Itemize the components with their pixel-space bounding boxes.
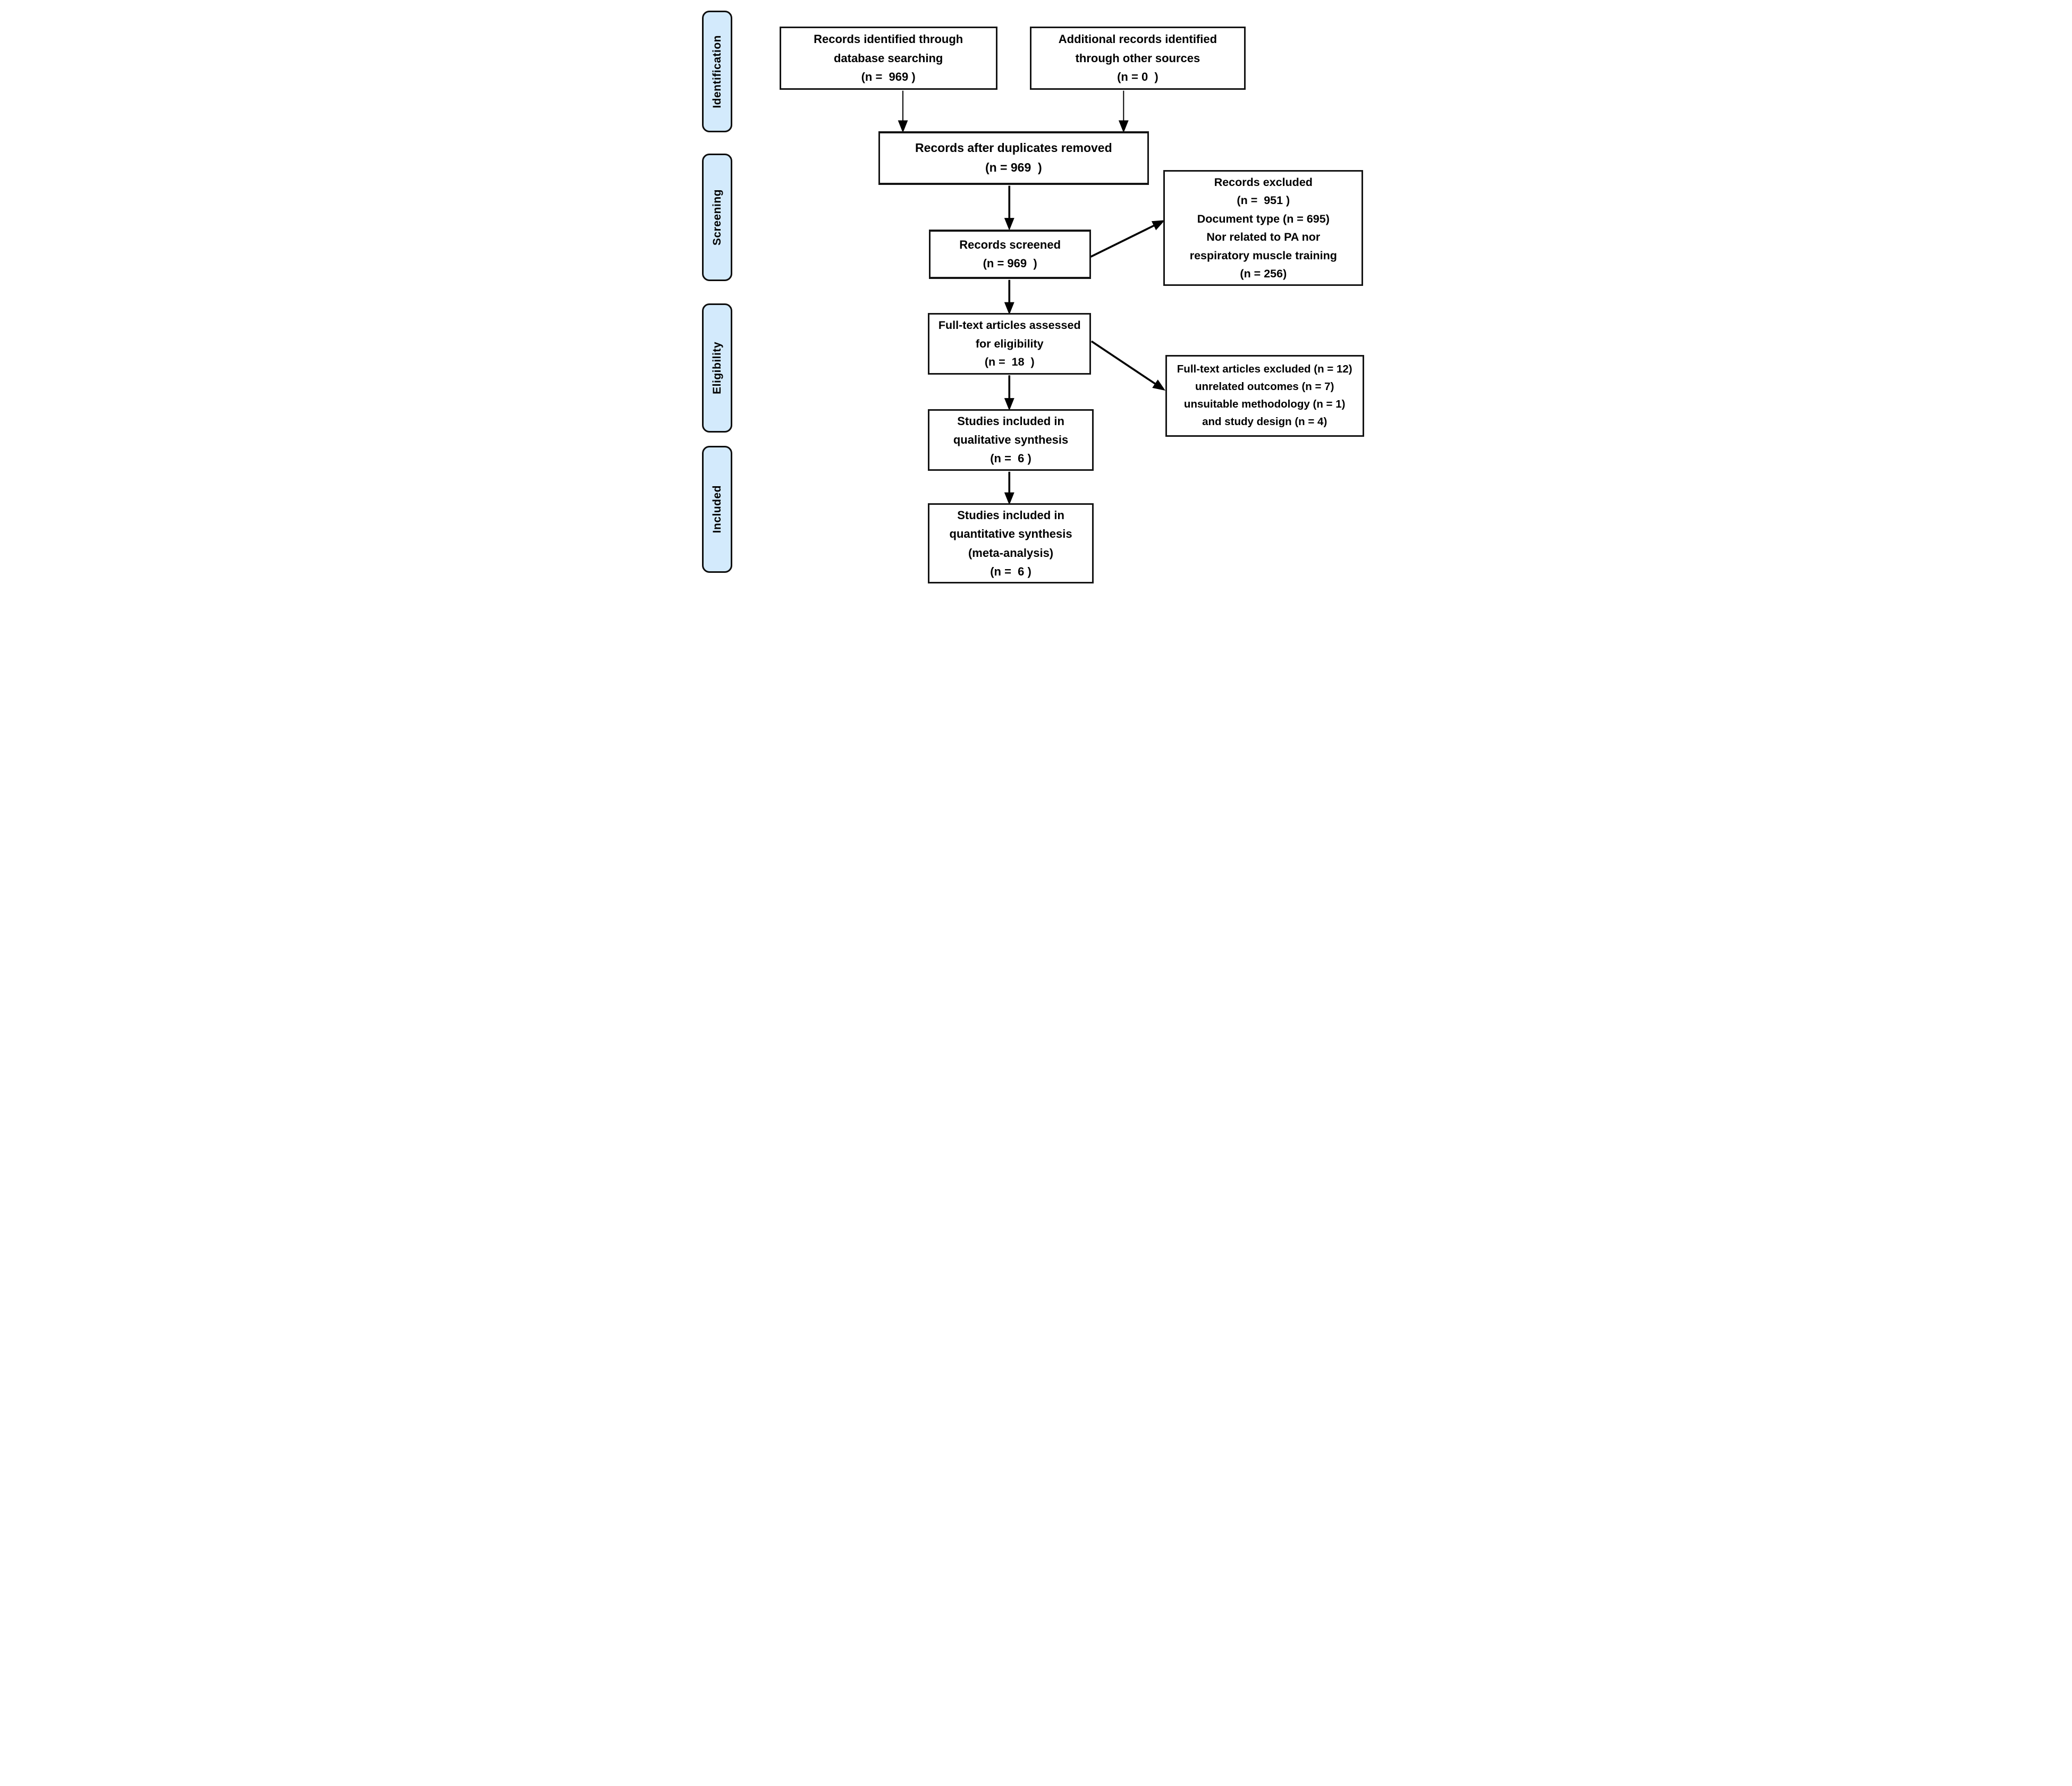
box-records-identified: Records identified through database sear… bbox=[779, 26, 997, 90]
box-line: Records screened bbox=[959, 238, 1061, 252]
box-qualitative-synthesis: Studies included in qualitative synthesi… bbox=[928, 409, 1094, 471]
prisma-flow-diagram: Identification Screening Eligibility Inc… bbox=[696, 0, 1376, 586]
box-line: (n = 256) bbox=[1240, 267, 1287, 280]
box-line: Full-text articles excluded (n = 12) bbox=[1177, 363, 1352, 376]
box-line: quantitative synthesis bbox=[949, 527, 1072, 541]
box-line: qualitative synthesis bbox=[953, 433, 1069, 447]
box-line: Studies included in bbox=[957, 414, 1064, 428]
box-line: Document type (n = 695) bbox=[1197, 212, 1330, 225]
box-additional-records: Additional records identified through ot… bbox=[1030, 26, 1246, 90]
stage-label-text: Identification bbox=[711, 35, 723, 108]
box-line: for eligibility bbox=[975, 337, 1044, 350]
box-line: respiratory muscle training bbox=[1189, 249, 1337, 262]
box-line: (n = 6 ) bbox=[990, 452, 1031, 465]
stage-label-identification: Identification bbox=[702, 10, 733, 133]
box-line: (n = 969 ) bbox=[983, 257, 1037, 270]
stage-label-included: Included bbox=[702, 445, 733, 573]
stage-label-text: Included bbox=[711, 485, 723, 534]
stage-label-text: Eligibility bbox=[711, 341, 723, 394]
box-line: Nor related to PA nor bbox=[1206, 231, 1321, 244]
box-line: and study design (n = 4) bbox=[1202, 415, 1327, 428]
box-line: Additional records identified bbox=[1058, 32, 1217, 46]
box-line: Records excluded bbox=[1214, 175, 1313, 189]
box-line: (n = 969 ) bbox=[861, 70, 916, 83]
box-line: database searching bbox=[833, 51, 943, 65]
box-fulltext-excluded: Full-text articles excluded (n = 12) unr… bbox=[1165, 354, 1364, 437]
box-records-screened: Records screened (n = 969 ) bbox=[929, 229, 1092, 280]
box-fulltext-assessed: Full-text articles assessed for eligibil… bbox=[928, 313, 1092, 375]
stage-label-eligibility: Eligibility bbox=[702, 303, 733, 433]
box-line: (meta-analysis) bbox=[968, 546, 1054, 560]
stage-label-screening: Screening bbox=[702, 154, 733, 281]
stage-label-text: Screening bbox=[711, 189, 723, 246]
arrow-fulltext-to-excluded bbox=[1090, 340, 1165, 391]
box-line: (n = 0 ) bbox=[1117, 70, 1158, 83]
box-line: (n = 6 ) bbox=[990, 564, 1031, 578]
box-line: Records after duplicates removed bbox=[915, 141, 1112, 155]
box-duplicates-removed: Records after duplicates removed (n = 96… bbox=[878, 131, 1149, 185]
box-line: Studies included in bbox=[957, 509, 1064, 522]
box-quantitative-synthesis: Studies included in quantitative synthes… bbox=[928, 503, 1094, 584]
arrow-screened-to-excluded bbox=[1090, 220, 1165, 258]
box-line: (n = 18 ) bbox=[984, 355, 1035, 369]
box-line: Full-text articles assessed bbox=[938, 319, 1081, 332]
box-records-excluded: Records excluded (n = 951 ) Document typ… bbox=[1163, 170, 1364, 286]
box-line: Records identified through bbox=[814, 32, 963, 46]
box-line: unsuitable methodology (n = 1) bbox=[1183, 397, 1346, 410]
box-line: through other sources bbox=[1075, 51, 1200, 65]
box-line: (n = 969 ) bbox=[985, 160, 1042, 175]
box-line: unrelated outcomes (n = 7) bbox=[1195, 380, 1334, 393]
box-line: (n = 951 ) bbox=[1237, 194, 1290, 207]
